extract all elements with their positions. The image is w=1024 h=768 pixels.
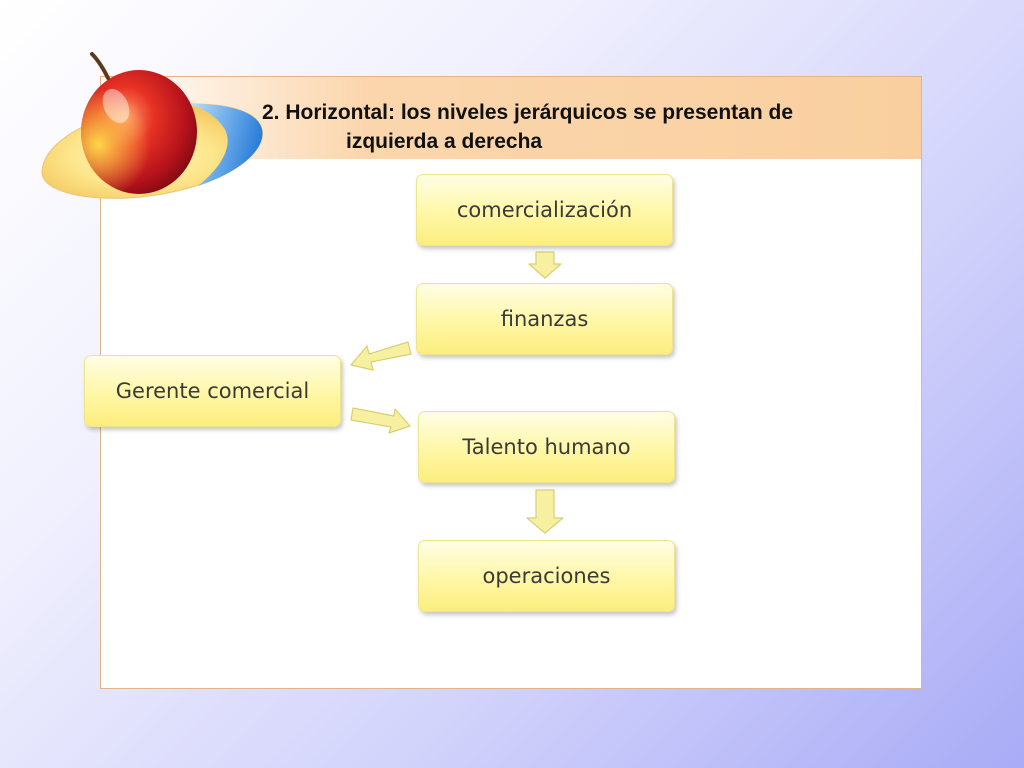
node-comercializacion: comercialización [416, 174, 673, 246]
title-line-2: izquierda a derecha [346, 130, 543, 153]
node-gerente-comercial: Gerente comercial [84, 355, 341, 427]
node-operaciones: operaciones [418, 540, 675, 612]
node-comercializacion-label: comercialización [456, 198, 633, 222]
node-talento-humano: Talento humano [418, 411, 675, 483]
node-operaciones-label: operaciones [482, 564, 611, 588]
node-finanzas: finanzas [416, 283, 673, 355]
title-line-1: 2. Horizontal: los niveles jerárquicos s… [262, 101, 794, 124]
slide-title: 2. Horizontal: los niveles jerárquicos s… [262, 98, 922, 156]
node-gerente-comercial-label: Gerente comercial [115, 379, 310, 403]
node-finanzas-label: finanzas [500, 307, 589, 331]
node-talento-humano-label: Talento humano [462, 435, 631, 459]
apple-logo-icon [41, 52, 263, 199]
